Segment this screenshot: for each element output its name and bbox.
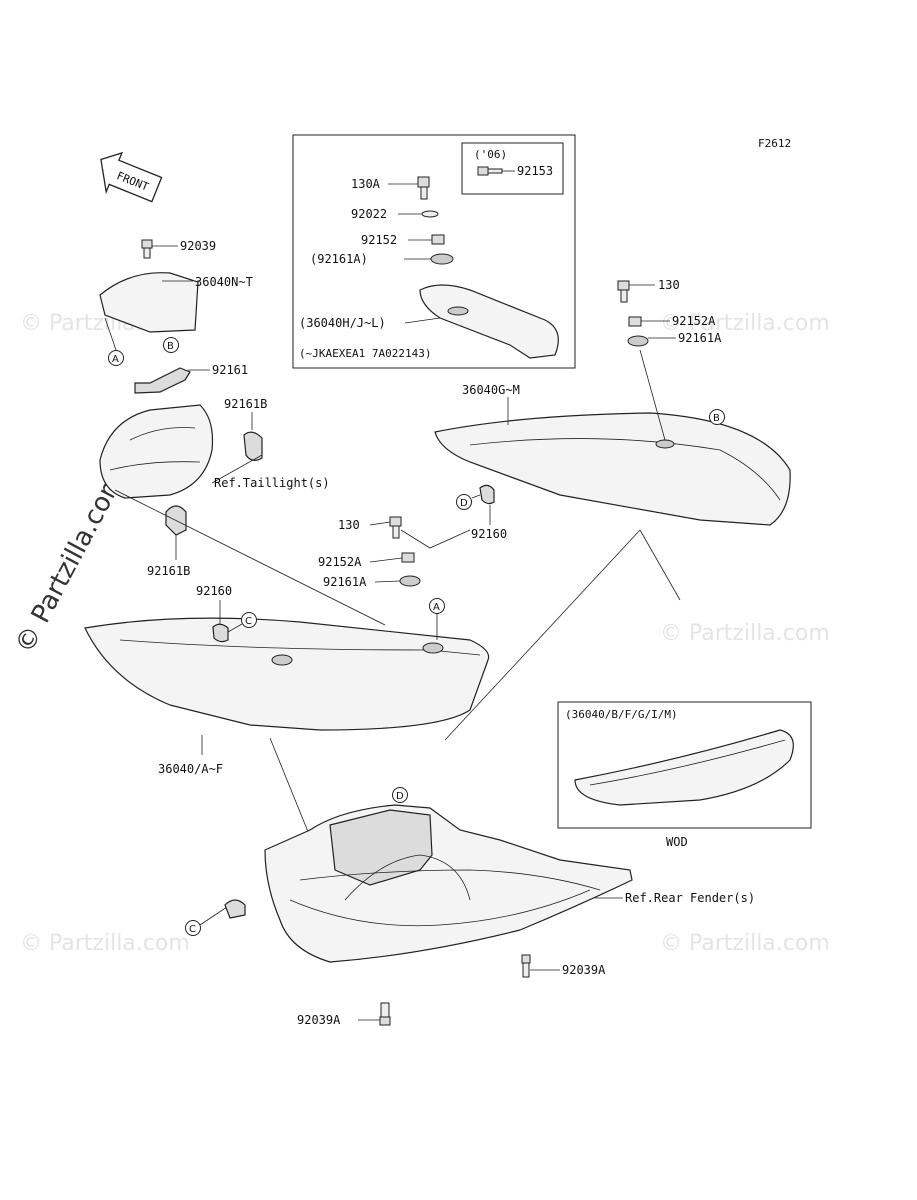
callout-b-text: B <box>167 341 174 352</box>
fastener-92039a-right <box>521 954 531 978</box>
label-taillight-ref: Ref.Taillight(s) <box>214 476 330 490</box>
label-92160-left: 92160 <box>196 584 232 598</box>
grommet-92161a-mid <box>399 575 421 587</box>
inset-cover-label: (36040H/J~L) <box>299 316 386 330</box>
side-cover-right-36040gm <box>434 412 791 526</box>
watermark-3: © Partzilla.com <box>20 931 190 956</box>
front-arrow-icon: FRONT <box>100 151 163 203</box>
label-130-mid: 130 <box>338 518 360 532</box>
wod-cover-part <box>574 729 794 806</box>
grommet-92160-left <box>212 623 229 643</box>
grommet-92160-mid <box>479 484 495 505</box>
grommet-92161a-right <box>627 335 649 347</box>
callout-a-text: A <box>112 354 119 365</box>
inset-part-92022: 92022 <box>351 207 387 221</box>
label-130-right: 130 <box>658 278 680 292</box>
label-92161a-right: 92161A <box>678 331 722 345</box>
callout-c-fender-text: C <box>189 924 196 935</box>
bolt-130-right <box>617 280 630 303</box>
bracket-92161 <box>134 367 191 394</box>
bolt-130-mid <box>389 516 402 539</box>
tail-cover-36040nt <box>99 272 199 333</box>
callout-c-fender-icon <box>185 920 201 936</box>
inset-box-top: ('06) 92153 130A 92022 92152 (92161A) (3… <box>292 134 576 369</box>
wod-header: (36040/B/F/G/I/M) <box>565 708 678 721</box>
watermark-5: © Partzilla.com <box>660 621 830 646</box>
label-92161b-bottom: 92161B <box>147 564 190 578</box>
callout-d-mid-icon <box>456 494 472 510</box>
callout-b-right-icon <box>709 409 725 425</box>
fastener-92039-top <box>141 239 153 259</box>
label-92039a-right: 92039A <box>562 963 606 977</box>
collar-92152a-mid <box>401 552 415 563</box>
fender-tab-c <box>224 899 246 919</box>
bolt-icon <box>477 166 503 176</box>
callout-b-icon <box>163 337 179 353</box>
watermark-2: © Partzilla.com <box>660 311 830 336</box>
label-92161: 92161 <box>212 363 248 377</box>
inset-serial-label: (~JKAEXEA1 7A022143) <box>299 347 431 360</box>
label-92152a-mid: 92152A <box>318 555 362 569</box>
fastener-92039a-bottom <box>379 1002 391 1026</box>
label-92161b-top: 92161B <box>224 397 267 411</box>
label-36040af: 36040/A~F <box>158 762 223 776</box>
label-92160-mid: 92160 <box>471 527 507 541</box>
collar-92152a-right <box>628 316 642 327</box>
label-92152a-right: 92152A <box>672 314 716 328</box>
callout-c-left-text: C <box>245 616 252 627</box>
label-rear-fender-ref: Ref.Rear Fender(s) <box>625 891 755 905</box>
grommet-icon <box>430 253 454 265</box>
callout-d-mid-text: D <box>460 498 468 509</box>
callout-c-left-icon <box>241 612 257 628</box>
callout-b-right-text: B <box>713 413 720 424</box>
label-92161a-mid: 92161A <box>323 575 367 589</box>
bolt-icon <box>417 176 430 200</box>
figure-code: F2612 <box>758 137 791 150</box>
wod-footer: WOD <box>666 835 688 849</box>
inset-year-part: 92153 <box>517 164 553 178</box>
inset-part-92152: 92152 <box>361 233 397 247</box>
callout-a-mid-text: A <box>433 602 440 613</box>
washer-icon <box>421 210 439 218</box>
inset-year-label: ('06) <box>474 148 507 161</box>
inset-cover-part <box>419 284 559 359</box>
label-92039a-bottom: 92039A <box>297 1013 341 1027</box>
callout-d-fender-icon <box>392 787 408 803</box>
rear-fender-box <box>329 809 433 886</box>
grommet-92161b-top <box>243 431 263 461</box>
label-36040nt: 36040N~T <box>195 275 253 289</box>
watermark-4: © Partzilla.com <box>660 931 830 956</box>
label-92039-top: 92039 <box>180 239 216 253</box>
side-cover-left-36040af <box>84 617 490 731</box>
callout-a-icon <box>108 350 124 366</box>
collar-icon <box>431 234 445 245</box>
inset-box-wod: (36040/B/F/G/I/M) WOD <box>557 701 812 849</box>
label-36040gm: 36040G~M <box>462 383 520 397</box>
inset-part-130a: 130A <box>351 177 381 191</box>
callout-d-fender-text: D <box>396 791 404 802</box>
inset-part-92161a: (92161A) <box>310 252 368 266</box>
taillight-housing <box>99 404 214 499</box>
